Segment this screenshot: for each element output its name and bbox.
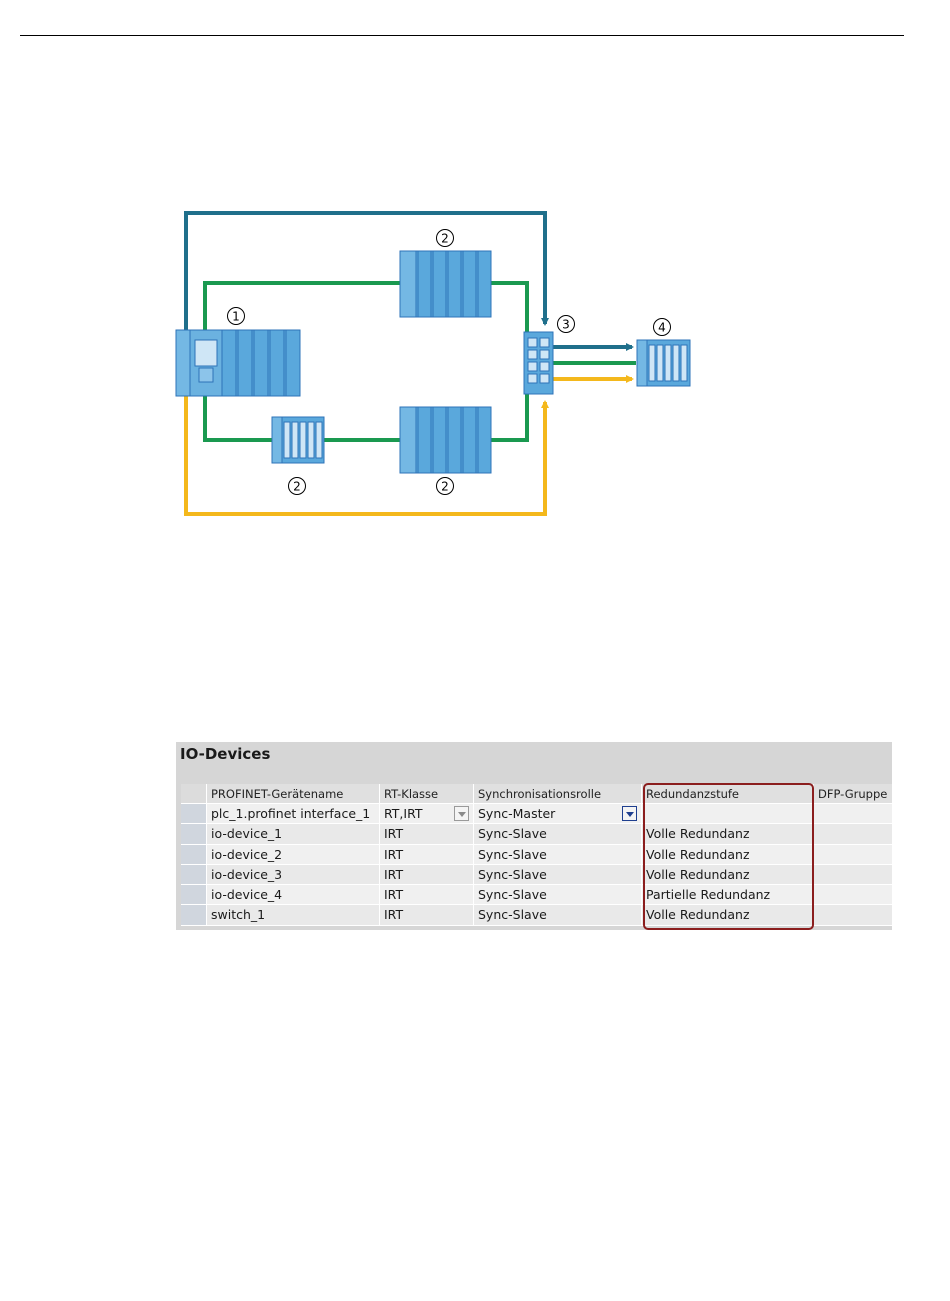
callout-3: 3 — [557, 315, 575, 333]
dfp-group-cell[interactable] — [814, 905, 892, 924]
controller-device — [175, 329, 301, 397]
device-name-cell[interactable]: io-device_2 — [207, 844, 380, 864]
row-selector[interactable] — [181, 844, 207, 864]
row-selector-header[interactable] — [181, 784, 207, 803]
header-rule — [20, 35, 904, 36]
table-row[interactable]: plc_1.profinet interface_1 RT,IRT Sync-M… — [181, 804, 892, 825]
rt-class-cell[interactable]: IRT — [380, 905, 474, 925]
sync-role-cell[interactable]: Sync-Slave — [474, 885, 642, 905]
sync-role-dropdown-icon[interactable] — [622, 806, 637, 821]
redundancy-cell[interactable]: Volle Redundanz — [642, 824, 814, 844]
table-row[interactable]: switch_1 IRT Sync-Slave Volle Redundanz — [181, 905, 892, 926]
sync-role-value: Sync-Master — [478, 806, 556, 821]
io-device-bottom — [399, 406, 492, 474]
rt-class-cell[interactable]: IRT — [380, 844, 474, 864]
io-device-small — [271, 416, 325, 464]
path-green-bottom — [203, 395, 272, 442]
rt-class-cell[interactable]: IRT — [380, 864, 474, 885]
dfp-group-cell[interactable] — [814, 845, 892, 864]
row-selector[interactable] — [181, 864, 207, 885]
header-redundancy-level[interactable]: Redundanzstufe — [642, 784, 814, 803]
rt-class-cell[interactable]: RT,IRT — [380, 804, 474, 824]
rt-class-dropdown-icon[interactable] — [454, 806, 469, 821]
redundancy-cell[interactable]: Volle Redundanz — [642, 844, 814, 864]
sync-role-cell[interactable]: Sync-Slave — [474, 864, 642, 885]
table-row[interactable]: io-device_3 IRT Sync-Slave Volle Redunda… — [181, 864, 892, 886]
dfp-group-cell[interactable] — [814, 885, 892, 904]
sync-role-cell[interactable]: Sync-Slave — [474, 905, 642, 925]
header-dfp-group[interactable]: DFP-Gruppe — [818, 787, 888, 801]
dfp-group-cell[interactable] — [814, 824, 892, 843]
path-green-top-right — [491, 281, 529, 332]
device-name-cell[interactable]: io-device_3 — [207, 864, 380, 885]
panel-title: IO-Devices — [180, 745, 271, 763]
callout-1: 1 — [227, 307, 245, 325]
dfp-group-cell[interactable] — [814, 865, 892, 884]
dfp-group-cell[interactable] — [814, 804, 892, 823]
table-row[interactable]: io-device_4 IRT Sync-Slave Partielle Red… — [181, 885, 892, 906]
path-yellow-bottom — [184, 395, 549, 516]
rt-class-cell[interactable]: IRT — [380, 885, 474, 905]
table-header-row: PROFINET-Gerätename RT-Klasse Synchronis… — [181, 784, 892, 804]
path-teal-top — [184, 211, 549, 330]
header-sync-role[interactable]: Synchronisationsrolle — [474, 784, 642, 803]
svg-text:2: 2 — [441, 480, 449, 494]
io-devices-table: PROFINET-Gerätename RT-Klasse Synchronis… — [181, 784, 892, 926]
callout-2-small: 2 — [288, 477, 306, 495]
redundancy-cell[interactable] — [642, 804, 814, 824]
sync-role-cell[interactable]: Sync-Slave — [474, 824, 642, 844]
svg-text:4: 4 — [658, 321, 666, 335]
svg-text:1: 1 — [232, 310, 240, 324]
io-device-right — [636, 339, 691, 387]
rt-class-value: RT,IRT — [384, 806, 423, 821]
callout-2-top: 2 — [436, 229, 454, 247]
rt-class-cell[interactable]: IRT — [380, 824, 474, 844]
network-diagram: 1 2 2 2 3 4 — [175, 211, 691, 516]
switch-device — [523, 331, 554, 395]
redundancy-cell[interactable]: Volle Redundanz — [642, 905, 814, 925]
sync-role-cell[interactable]: Sync-Slave — [474, 844, 642, 864]
row-selector[interactable] — [181, 824, 207, 844]
path-green-bottom-right — [491, 394, 529, 442]
redundancy-cell[interactable]: Partielle Redundanz — [642, 885, 814, 905]
device-name-cell[interactable]: io-device_1 — [207, 824, 380, 844]
header-rt-class[interactable]: RT-Klasse — [380, 784, 474, 803]
svg-text:3: 3 — [562, 318, 570, 332]
io-device-top — [399, 250, 492, 318]
svg-text:2: 2 — [441, 232, 449, 246]
device-name-cell[interactable]: switch_1 — [207, 905, 380, 925]
device-name-cell[interactable]: io-device_4 — [207, 885, 380, 905]
redundancy-cell[interactable]: Volle Redundanz — [642, 864, 814, 885]
device-name-cell[interactable]: plc_1.profinet interface_1 — [207, 804, 380, 824]
callout-2-bottom: 2 — [436, 477, 454, 495]
io-devices-panel: IO-Devices PROFINET-Gerätename RT-Klasse… — [176, 742, 892, 930]
sync-role-cell[interactable]: Sync-Master — [474, 804, 642, 824]
path-green-top — [203, 281, 400, 330]
row-selector[interactable] — [181, 885, 207, 905]
header-device-name[interactable]: PROFINET-Gerätename — [207, 784, 380, 803]
row-selector[interactable] — [181, 804, 207, 824]
svg-text:2: 2 — [293, 480, 301, 494]
callout-4: 4 — [653, 318, 671, 336]
table-row[interactable]: io-device_2 IRT Sync-Slave Volle Redunda… — [181, 844, 892, 865]
table-row[interactable]: io-device_1 IRT Sync-Slave Volle Redunda… — [181, 824, 892, 845]
row-selector[interactable] — [181, 905, 207, 925]
